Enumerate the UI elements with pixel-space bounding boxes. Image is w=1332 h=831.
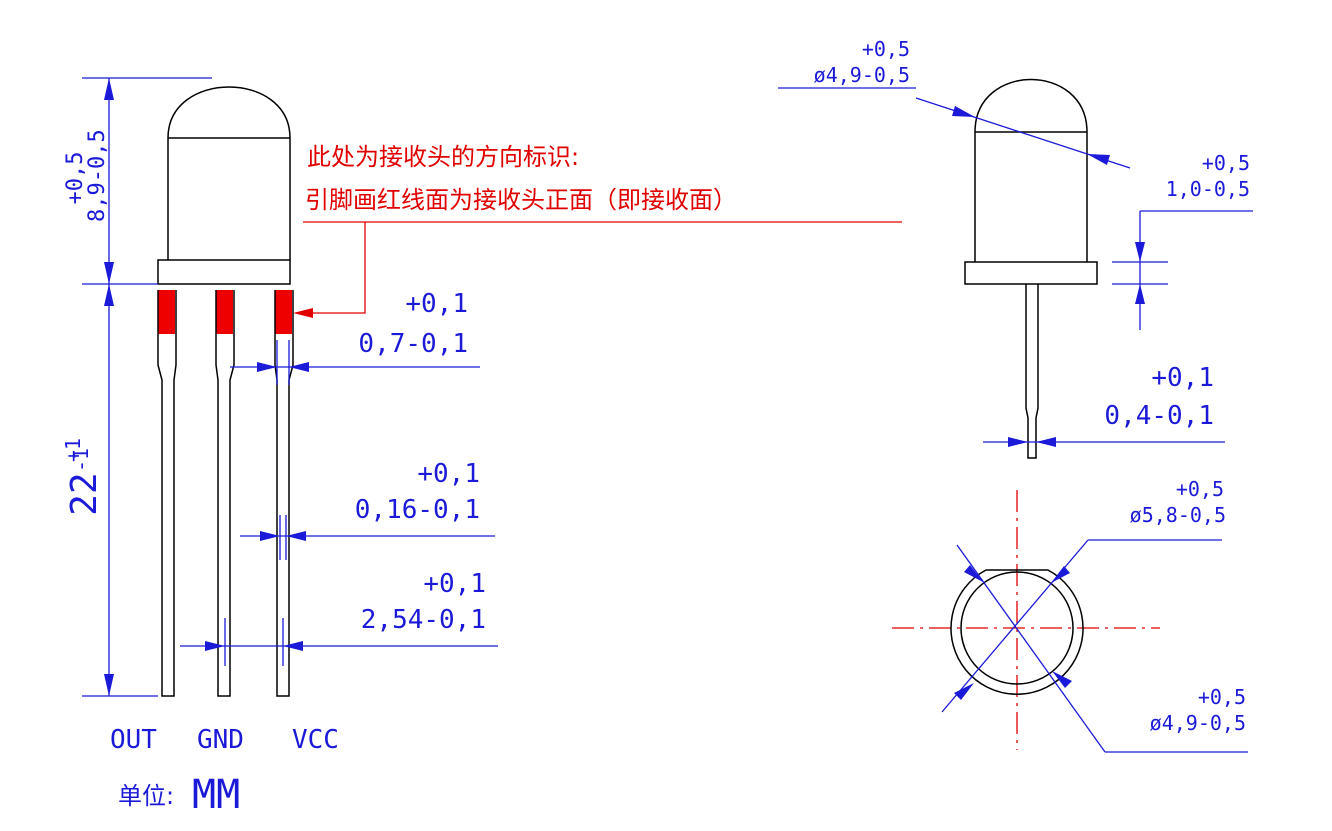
outer-flange-circle (950, 569, 1084, 696)
lead-thickness-main: 0,16-0,1 (355, 495, 480, 525)
pin-label-gnd: GND (197, 725, 244, 755)
pin-label-vcc: VCC (292, 725, 339, 755)
side-dome-tol: +0,5 (862, 37, 910, 61)
pin-marker-out (158, 290, 175, 334)
side-flange (964, 261, 1098, 285)
side-dome-main: ø4,9-0,5 (814, 63, 910, 87)
lead-thickness-tol: +0,1 (417, 459, 480, 489)
top-inner-main: ø4,9-0,5 (1150, 711, 1246, 735)
unit-label: 单位: (118, 782, 174, 810)
inner-lens-circle (960, 571, 1074, 685)
pitch-main: 2,54-0,1 (361, 605, 486, 635)
top-view (892, 490, 1248, 753)
side-flange-main: 1,0-0,5 (1166, 177, 1250, 201)
front-view (82, 77, 902, 697)
front-body-outline (167, 86, 291, 260)
note-line1: 此处为接收头的方向标识: (307, 143, 579, 171)
side-body-outline (974, 78, 1088, 262)
note-leader (300, 222, 366, 314)
side-lead-main: 0,4-0,1 (1104, 401, 1214, 431)
pin-out (157, 290, 177, 697)
side-lead-tol: +0,1 (1151, 363, 1214, 393)
pin-marker-gnd (216, 290, 233, 334)
top-inner-tol: +0,5 (1198, 685, 1246, 709)
lead-width-main: 0,7-0,1 (358, 329, 468, 359)
pin-label-out: OUT (110, 725, 157, 755)
front-flange (157, 259, 291, 285)
top-outer-tol: +0,5 (1176, 477, 1224, 501)
note-line2: 引脚画红线面为接收头正面（即接收面） (305, 186, 737, 214)
side-flange-tol: +0,5 (1202, 151, 1250, 175)
side-view (778, 78, 1253, 459)
height-main: 8,9-0,5 (85, 129, 110, 222)
pitch-tol: +0,1 (423, 569, 486, 599)
lead-length-tol: +1 (61, 438, 85, 462)
side-lead (1025, 284, 1039, 459)
lead-length-main: 22 (64, 472, 105, 515)
pin-vcc (274, 290, 294, 697)
unit-value: MM (192, 772, 240, 818)
height-tol: +0,5 (63, 152, 88, 205)
pin-marker-vcc (275, 290, 292, 334)
top-outer-main: ø5,8-0,5 (1130, 503, 1226, 527)
lead-width-tol: +0,1 (405, 289, 468, 319)
lead-length-tol2: -1 (69, 448, 93, 472)
